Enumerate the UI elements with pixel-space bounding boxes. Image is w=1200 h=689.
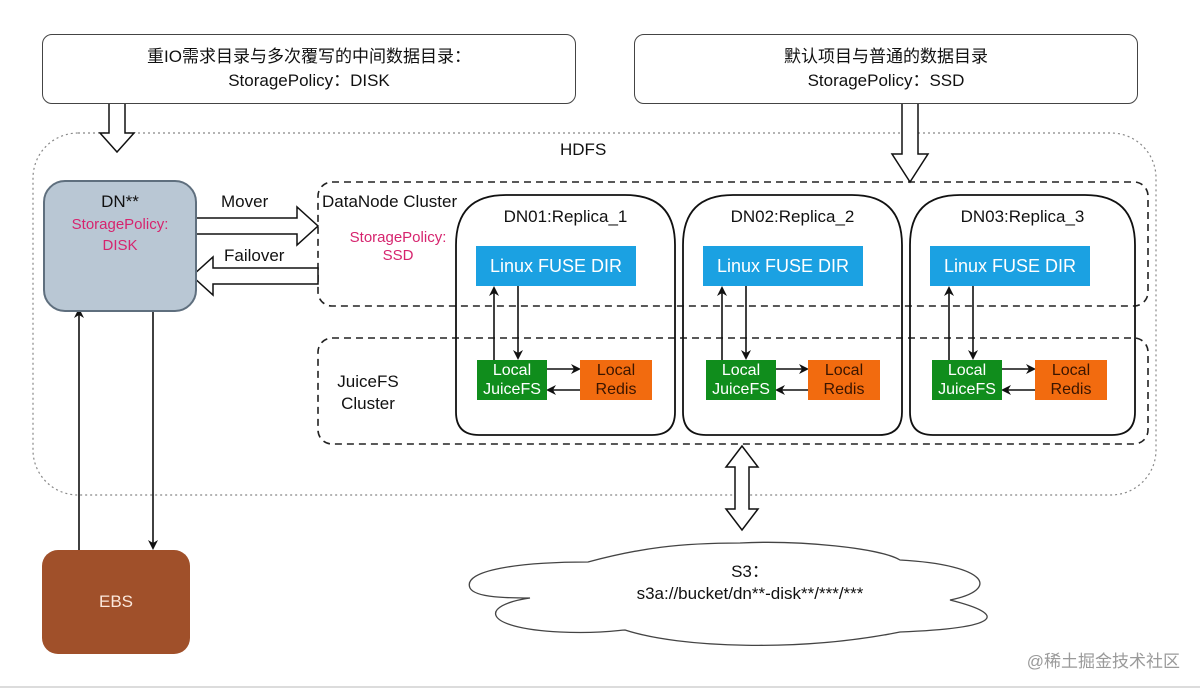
local-juicefs-box: Local JuiceFS (477, 360, 547, 400)
local-redis-line1: Local (596, 362, 636, 379)
juicefs-cluster-container (317, 337, 1149, 445)
s3-label: S3： (731, 562, 769, 581)
failover-arrow-icon (190, 255, 319, 297)
datanode-cluster-label: DataNode Cluster (322, 192, 458, 211)
local-redis-line1: Local (1051, 362, 1091, 379)
hdfs-label: HDFS (560, 140, 607, 159)
dn-policy-value: DISK (102, 237, 138, 254)
replica-container-1 (455, 194, 676, 436)
down-arrow-right-icon (890, 102, 930, 184)
mover-arrow-icon (191, 205, 320, 247)
local-redis-box: Local Redis (580, 360, 652, 400)
mover-label: Mover (221, 192, 269, 211)
datanode-policy-label: StoragePolicy: (349, 229, 447, 246)
s3-cloud-shape (468, 541, 988, 646)
dn-disk-node: DN** StoragePolicy: DISK (43, 180, 197, 312)
dn-policy-label: StoragePolicy: (71, 216, 169, 233)
local-juicefs-line2: JuiceFS (483, 381, 541, 398)
local-redis-line1: Local (824, 362, 864, 379)
replica-container-3 (909, 194, 1136, 436)
local-juicefs-line1: Local (492, 362, 532, 379)
failover-label: Failover (224, 246, 285, 265)
local-juicefs-box: Local JuiceFS (706, 360, 776, 400)
note-ssd-line1: 默认项目与普通的数据目录 (784, 47, 988, 66)
replica-title: DN03:Replica_3 (960, 207, 1085, 226)
local-juicefs-box: Local JuiceFS (932, 360, 1002, 400)
replica-title: DN01:Replica_1 (503, 207, 628, 226)
note-disk-line1: 重IO需求目录与多次覆写的中间数据目录： (147, 47, 471, 66)
s3-path: s3a://bucket/dn**-disk**/***/*** (636, 584, 864, 603)
local-juicefs-line1: Local (721, 362, 761, 379)
linux-fuse-dir-box: Linux FUSE DIR (476, 246, 636, 286)
note-disk-line2: StoragePolicy：DISK (228, 71, 390, 90)
local-redis-box: Local Redis (808, 360, 880, 400)
note-disk-policy: 重IO需求目录与多次覆写的中间数据目录： StoragePolicy：DISK (42, 34, 576, 104)
s3-bidirectional-arrow-icon (724, 444, 760, 532)
linux-fuse-dir-box: Linux FUSE DIR (703, 246, 863, 286)
replica-title: DN02:Replica_2 (730, 207, 855, 226)
local-redis-line2: Redis (595, 381, 637, 398)
note-ssd-line2: StoragePolicy：SSD (807, 71, 965, 90)
datanode-cluster-container (317, 181, 1149, 307)
local-redis-line2: Redis (1050, 381, 1092, 398)
watermark: @稀土掘金技术社区 (1026, 652, 1180, 671)
juicefs-cluster-label-line2: Cluster (341, 394, 395, 413)
note-ssd-policy: 默认项目与普通的数据目录 StoragePolicy：SSD (634, 34, 1138, 104)
local-juicefs-line1: Local (947, 362, 987, 379)
local-juicefs-line2: JuiceFS (712, 381, 770, 398)
local-redis-line2: Redis (823, 381, 865, 398)
local-juicefs-line2: JuiceFS (938, 381, 996, 398)
replica-container-2 (682, 194, 903, 436)
juicefs-cluster-label-line1: JuiceFS (337, 372, 399, 391)
linux-fuse-dir-box: Linux FUSE DIR (930, 246, 1090, 286)
down-arrow-left-icon (98, 102, 136, 154)
hdfs-container (32, 132, 1157, 496)
datanode-policy-value: SSD (382, 247, 414, 264)
local-redis-box: Local Redis (1035, 360, 1107, 400)
ebs-box: EBS (42, 550, 190, 654)
bottom-divider (0, 686, 1200, 688)
dn-title: DN** (101, 192, 139, 211)
